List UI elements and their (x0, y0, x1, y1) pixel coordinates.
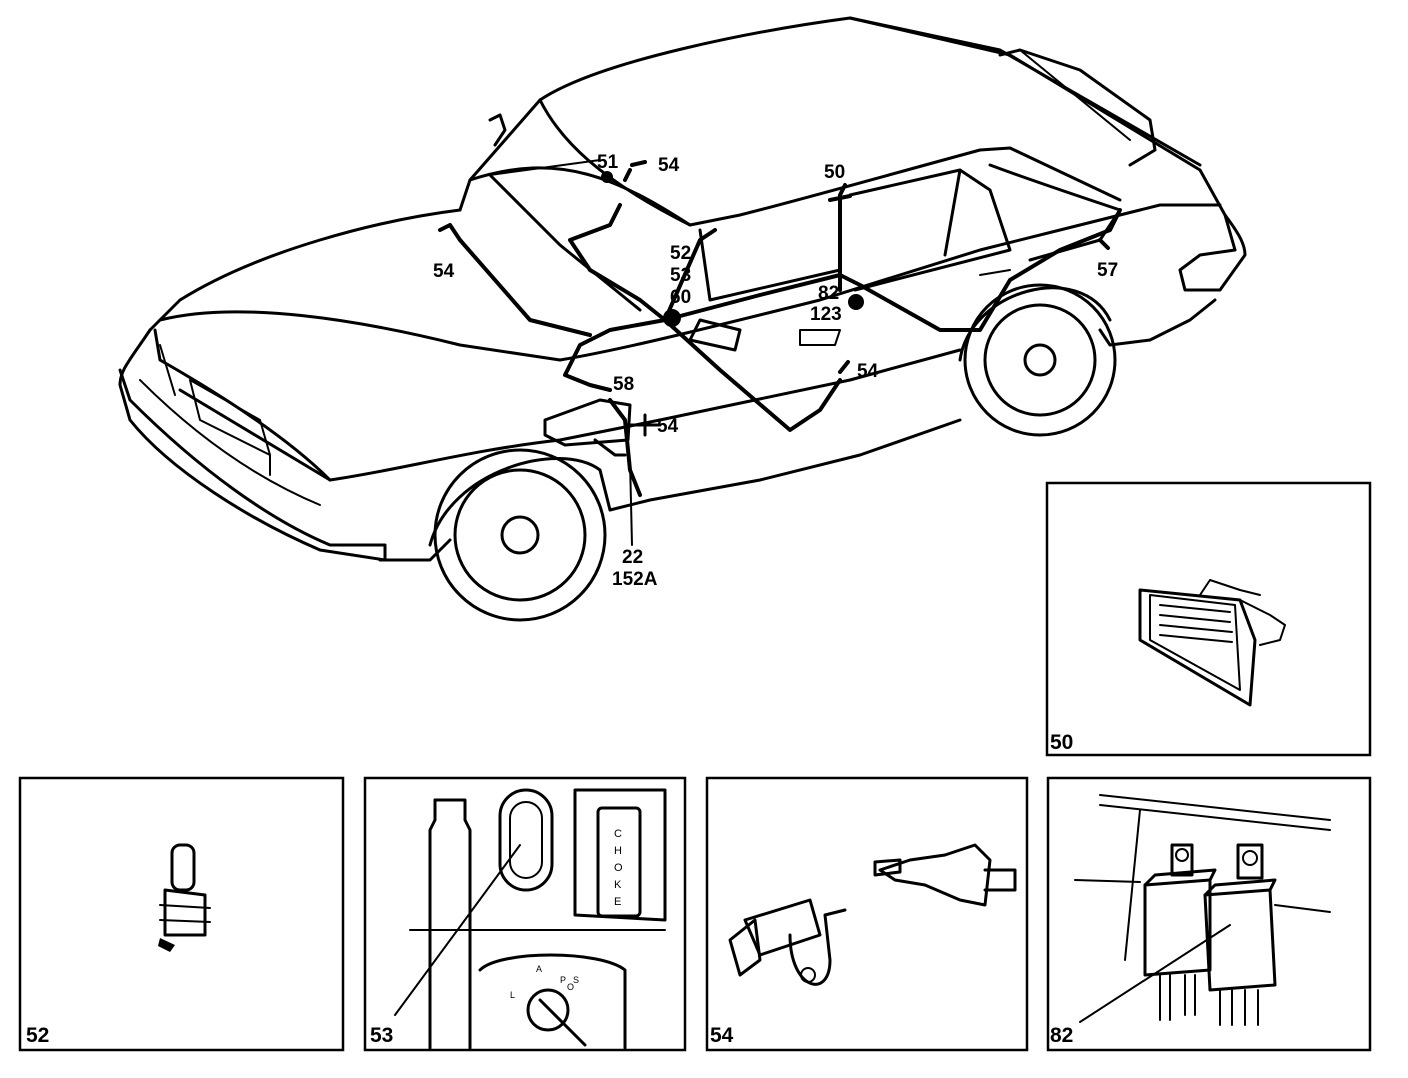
panel-label-52: 52 (26, 1024, 49, 1047)
detail-panel-50: 50 (1045, 481, 1372, 757)
choke-label: C H O K E (614, 828, 623, 908)
ignition-mark-s: S (573, 975, 579, 985)
car-illustration (118, 16, 1247, 622)
choke-letter-c: C (614, 828, 622, 840)
callout-57: 57 (1097, 260, 1118, 281)
callout-50: 50 (824, 162, 845, 183)
detail-panel-82: 82 (1046, 776, 1372, 1052)
panel-label-53: 53 (370, 1024, 393, 1047)
choke-letter-k: K (614, 879, 622, 891)
ignition-mark-l: L (510, 990, 515, 1000)
detail-panel-52: 52 (18, 776, 345, 1052)
callout-58: 58 (613, 374, 634, 395)
callout-60: 60 (670, 287, 691, 308)
callout-82: 82 (818, 283, 839, 304)
callout-51: 51 (597, 152, 619, 173)
panel-label-54: 54 (710, 1024, 734, 1047)
ignition-mark-a: A (536, 964, 542, 974)
callout-22: 22 (622, 547, 643, 568)
detail-panel-54: 54 (705, 776, 1029, 1052)
choke-letter-o: O (614, 862, 623, 874)
callout-123: 123 (810, 304, 842, 325)
ignition-position-marks: L A P O S (510, 964, 579, 1000)
detail-panel-53: 53 C H O K E L A P O S (363, 776, 687, 1052)
callout-52: 52 (670, 243, 691, 264)
choke-letter-h: H (614, 845, 622, 857)
ignition-mark-o: O (567, 982, 574, 992)
callout-54-fender: 54 (657, 416, 679, 437)
choke-letter-e: E (614, 896, 621, 908)
callout-54-roof: 54 (658, 155, 680, 176)
callout-152a: 152A (612, 569, 658, 590)
callout-54-hood: 54 (433, 261, 455, 282)
callout-53: 53 (670, 265, 691, 286)
panel-label-50: 50 (1050, 731, 1073, 754)
panel-label-82: 82 (1050, 1024, 1073, 1047)
ignition-mark-p: P (560, 975, 566, 985)
callout-54-door: 54 (857, 361, 879, 382)
